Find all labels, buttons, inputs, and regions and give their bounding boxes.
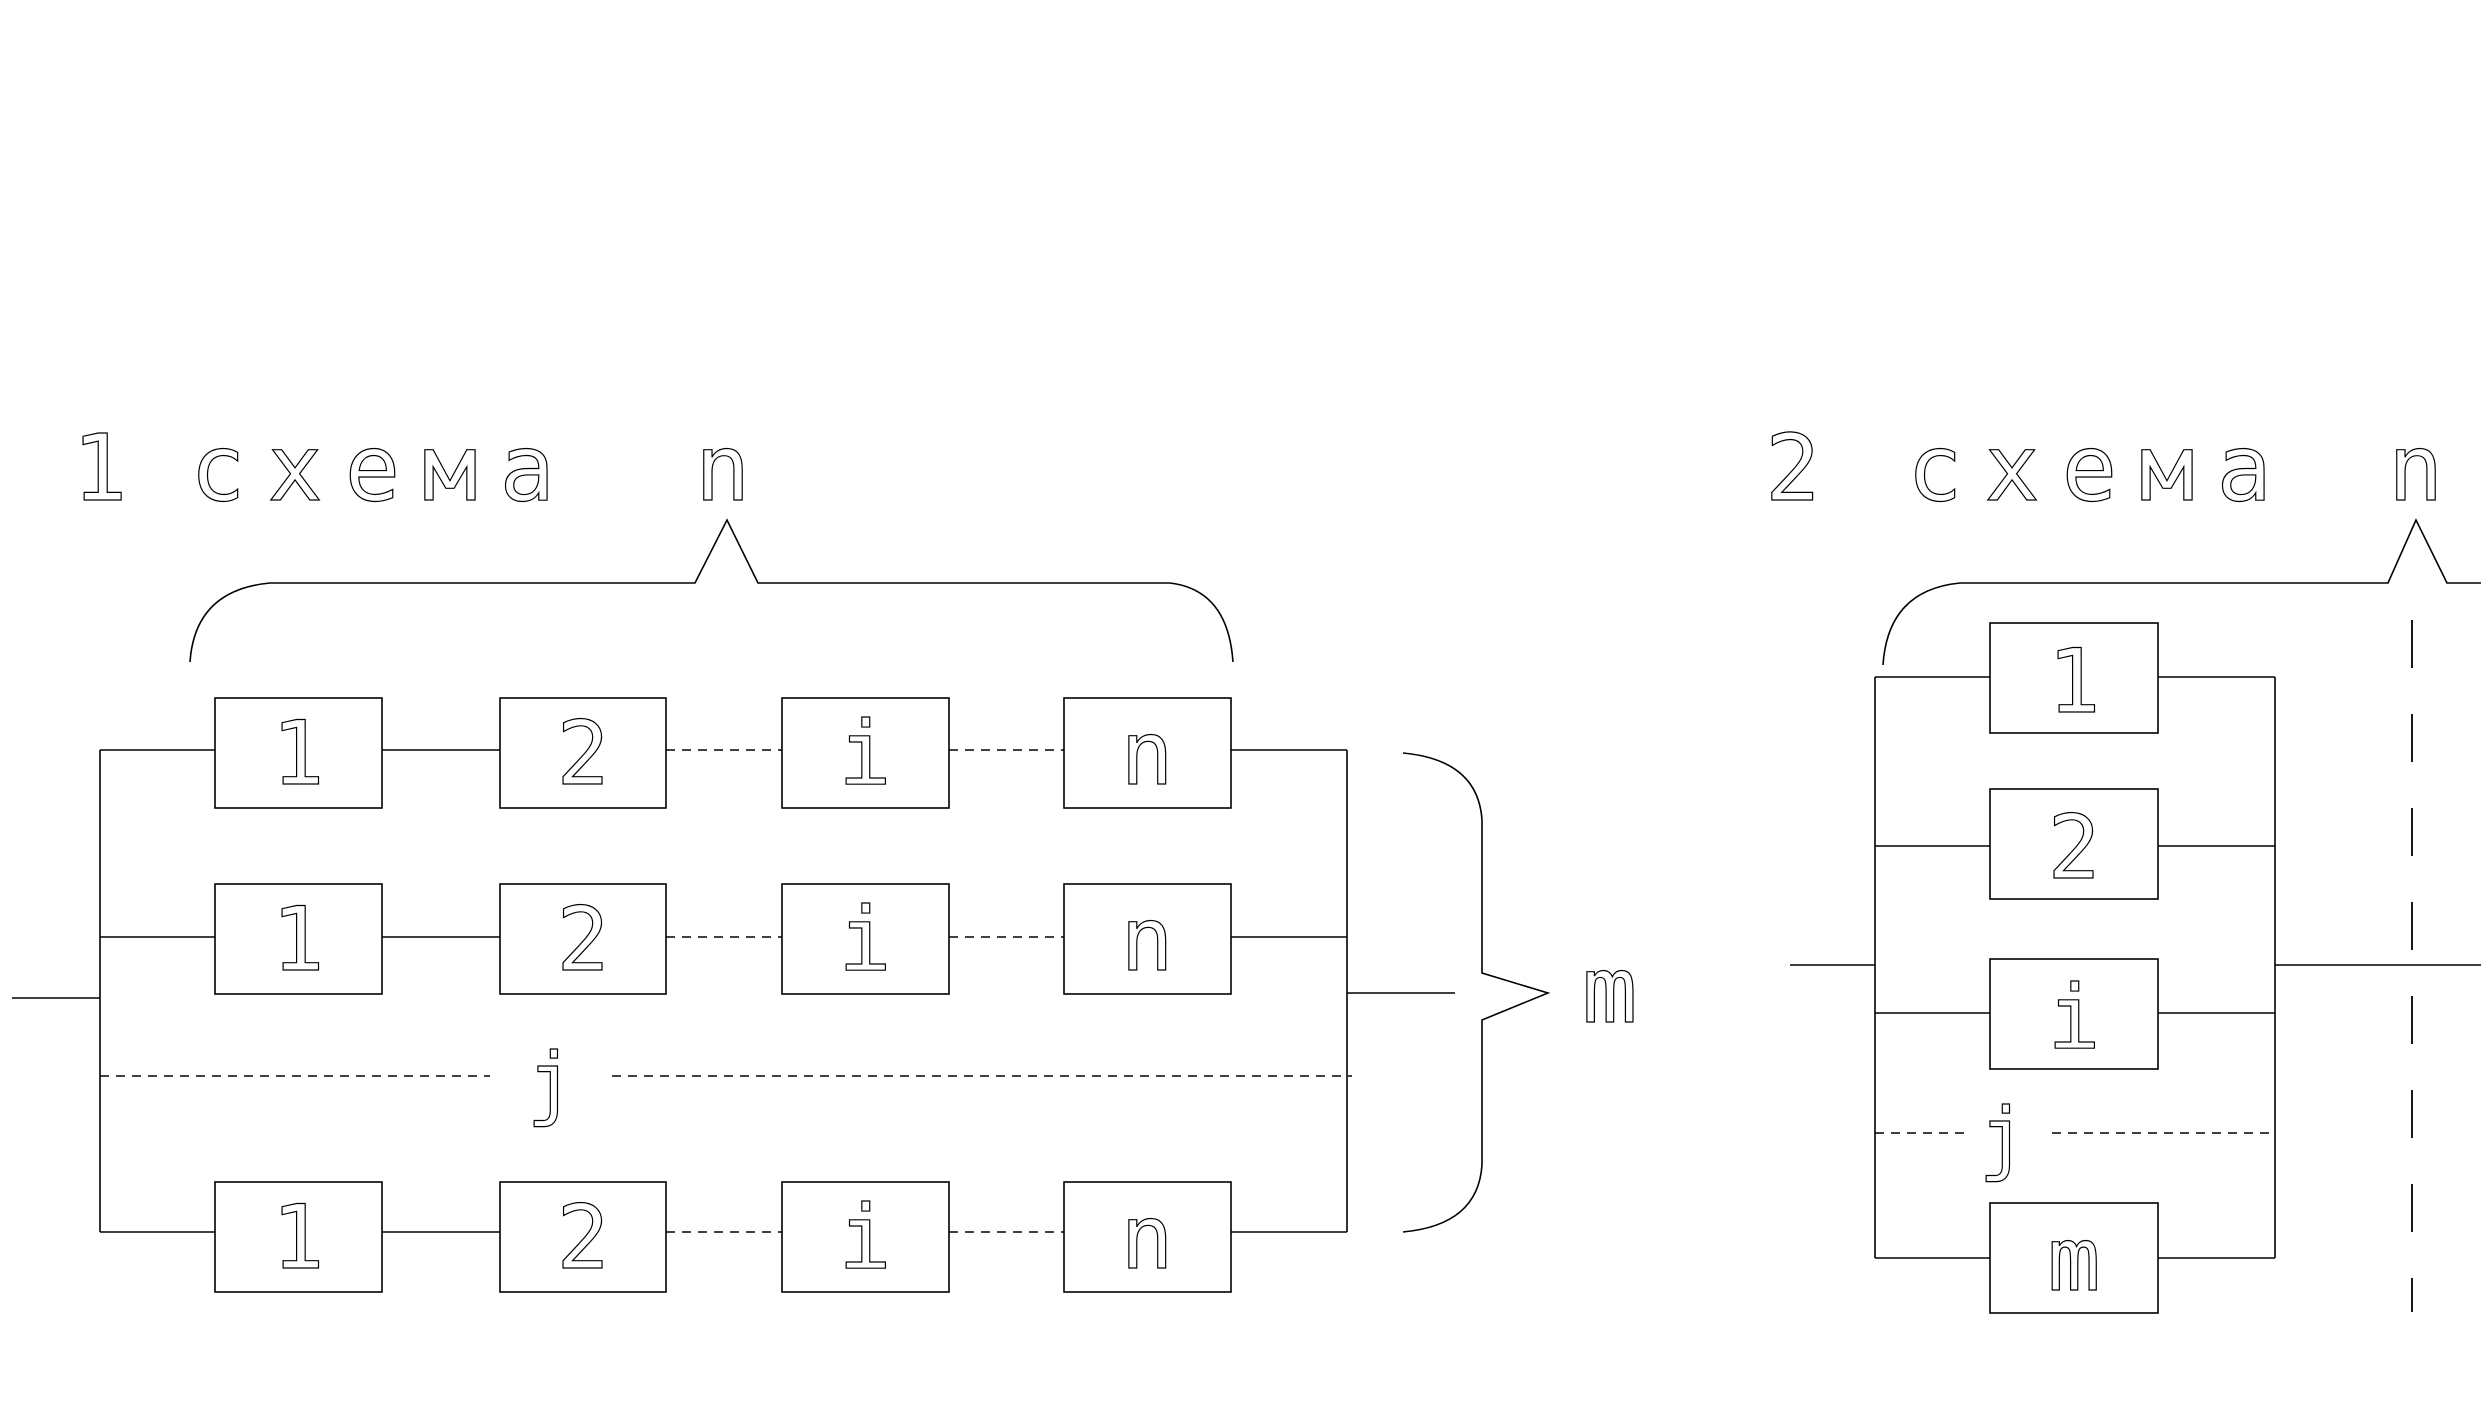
element-box [781,1181,950,1293]
element-label: 1 [272,888,325,991]
scheme-1-title: схема [190,415,577,522]
scheme-1-top-brace [189,518,1234,663]
scheme-1: 1 схема n 1 2 i n [12,414,1659,1293]
element-label: 1 [272,1186,325,1289]
element-box [1989,958,2159,1070]
element-box [214,883,383,995]
element-box [499,697,667,809]
scheme-1-side-label: m [1582,937,1659,1044]
element-box [781,697,950,809]
scheme-1-row: 1 2 i n [100,883,1347,995]
element-box [1063,883,1232,995]
element-label: 1 [2048,630,2101,733]
element-label: 2 [2048,796,2101,899]
scheme-1-side-brace [1402,752,1551,1233]
scheme-2-j-label: j [1979,1091,2027,1184]
element-box [1063,697,1232,809]
element-label: 1 [272,702,325,805]
element-label: n [1121,1186,1174,1289]
scheme-1-j-label: j [527,1036,575,1129]
element-box [1063,1181,1232,1293]
scheme-2: 2 схема n 1 2 i j m [1764,414,2481,1314]
scheme-1-row: 1 2 i n [100,697,1347,809]
element-label: n [1121,888,1174,991]
element-label: i [839,702,892,805]
element-box [1989,622,2159,734]
scheme-2-top-brace [1882,518,2481,666]
element-box [499,1181,667,1293]
scheme-2-title: схема [1907,415,2294,522]
element-box [781,883,950,995]
element-label: 2 [557,1186,610,1289]
scheme-1-top-label: n [695,415,772,522]
element-label: i [839,888,892,991]
element-label: n [1121,702,1174,805]
element-label: 2 [557,702,610,805]
element-label: i [839,1186,892,1289]
element-box [1989,1202,2159,1314]
element-box [499,883,667,995]
element-box [214,1181,383,1293]
scheme-2-top-label: n [2388,415,2465,522]
element-label: m [2048,1208,2101,1311]
element-box [214,697,383,809]
scheme-1-number: 1 [72,415,149,522]
scheme-2-number: 2 [1765,415,1842,522]
element-box [1989,788,2159,900]
element-label: 2 [557,888,610,991]
element-label: i [2048,966,2101,1069]
scheme-1-row: 1 2 i n [100,1181,1347,1293]
